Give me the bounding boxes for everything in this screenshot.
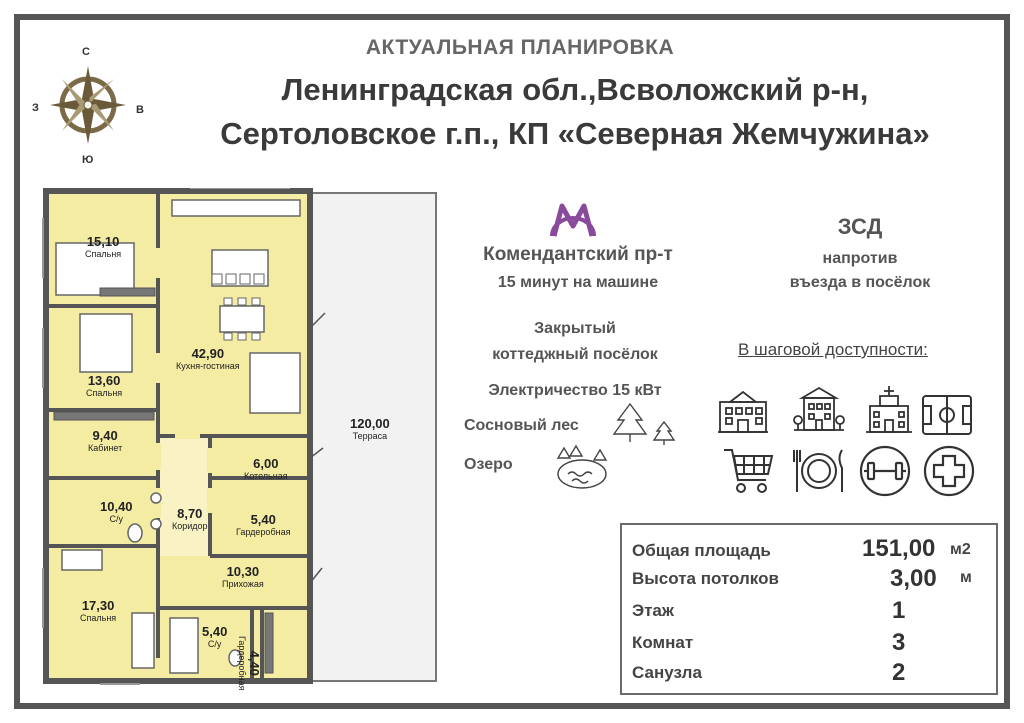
spec-value: 151,00 — [862, 535, 936, 562]
feature-forest: Сосновый лес — [464, 417, 579, 434]
compass-west: З — [32, 102, 39, 114]
spec-ceiling-height: Высота потолков 3,00 м — [622, 565, 996, 595]
walking-distance-title: В шаговой доступности: — [738, 340, 928, 359]
spec-label: Комнат — [632, 633, 694, 652]
restaurant-icon — [793, 449, 843, 492]
specs-panel: Общая площадь 151,00 м2 Высота потолков … — [620, 523, 998, 695]
spec-total-area: Общая площадь 151,00 м2 — [622, 535, 996, 565]
metro-icon — [550, 203, 596, 237]
gym-icon — [859, 445, 911, 497]
compass-icon — [50, 66, 126, 144]
school-icon — [793, 386, 845, 431]
spec-label: Этаж — [632, 601, 674, 620]
road-desc-2: въезда в посёлок — [789, 274, 931, 291]
feature-lake: Озеро — [464, 456, 513, 473]
feature-gated-1: Закрытый — [534, 320, 616, 337]
spec-bathrooms: Санузла 2 — [622, 659, 996, 689]
road-desc-1: напротив — [822, 250, 898, 267]
spec-value: 2 — [892, 659, 906, 686]
compass-east: В — [136, 104, 144, 116]
floor-plan-drawing — [42, 188, 437, 685]
pharmacy-icon — [923, 445, 975, 497]
pine-trees-icon — [612, 402, 676, 445]
metro-station: Комендантский пр-т — [483, 244, 673, 265]
metro-time: 15 минут на машине — [497, 274, 659, 291]
sports-field-icon — [922, 395, 972, 435]
feature-power: Электричество 15 кВт — [488, 382, 662, 399]
spec-unit: м — [960, 569, 972, 586]
spec-value: 3 — [892, 629, 906, 656]
spec-value: 3,00 — [890, 565, 937, 592]
office-building-icon — [718, 390, 768, 433]
compass-south: Ю — [82, 154, 94, 166]
page-subtitle: АКТУАЛЬНАЯ ПЛАНИРОВКА — [365, 36, 675, 59]
road-name: ЗСД — [837, 214, 883, 239]
compass-north: С — [82, 46, 90, 58]
spec-label: Санузла — [632, 663, 702, 682]
spec-rooms: Комнат 3 — [622, 629, 996, 659]
hospital-icon — [866, 386, 912, 433]
compass-rose: С Ю З В — [22, 36, 144, 166]
lake-icon — [556, 444, 608, 489]
spec-label: Высота потолков — [632, 569, 779, 588]
spec-label: Общая площадь — [632, 541, 771, 560]
spec-unit: м2 — [950, 541, 971, 558]
spec-value: 1 — [892, 597, 906, 624]
address-line-1: Ленинградская обл.,Всволожский р-н, — [281, 72, 869, 107]
feature-gated-2: коттеджный посёлок — [492, 346, 658, 363]
spec-floor: Этаж 1 — [622, 597, 996, 627]
address-line-2: Сертоловское г.п., КП «Северная Жемчужин… — [220, 116, 930, 151]
shopping-cart-icon — [724, 449, 774, 493]
